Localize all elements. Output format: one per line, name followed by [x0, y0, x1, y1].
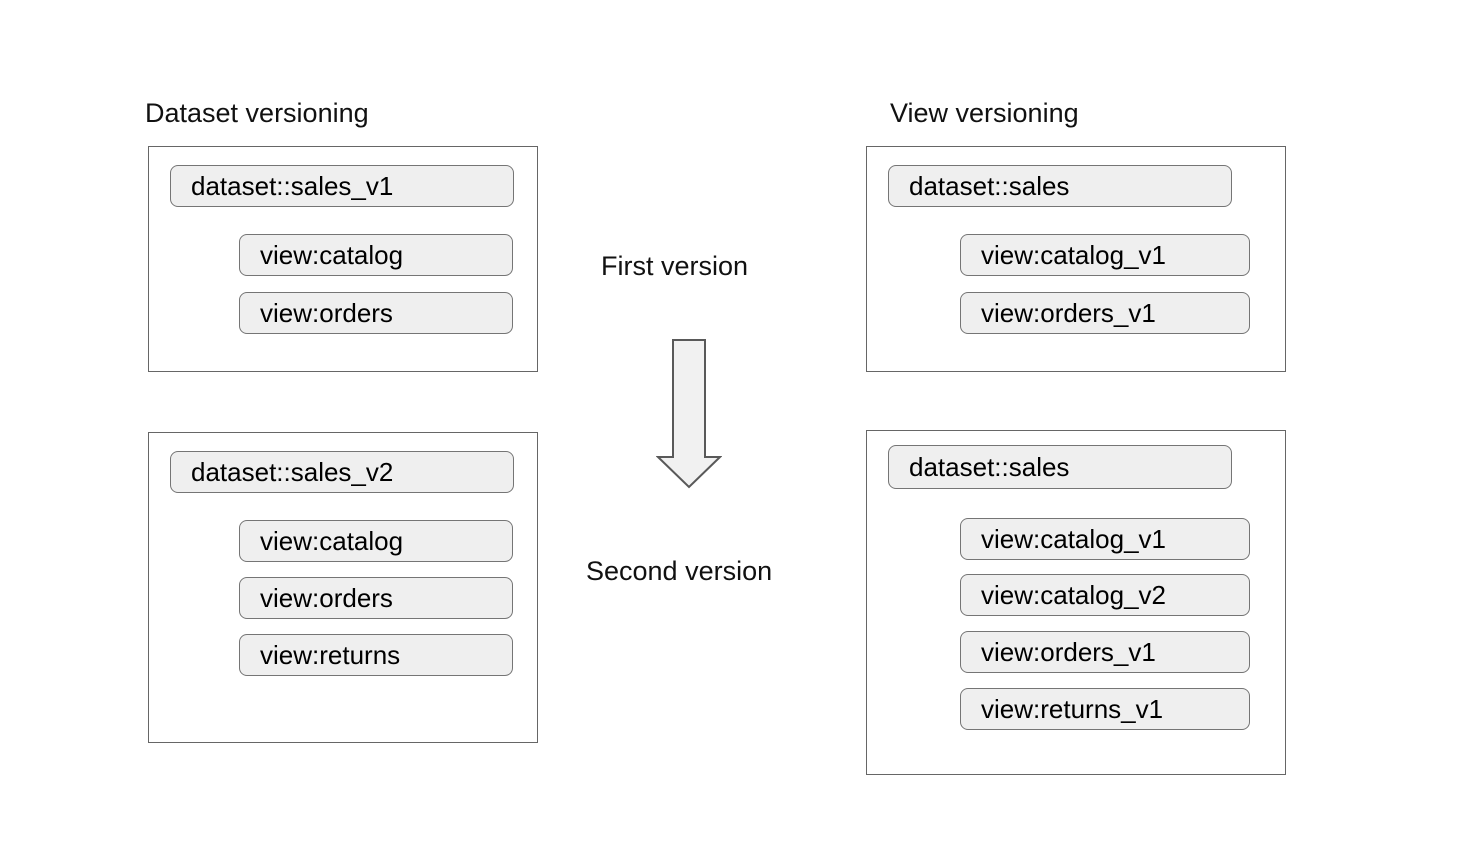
dataset-pill: dataset::sales_v1 [170, 165, 514, 207]
view-pill: view:orders_v1 [960, 631, 1250, 673]
panel-dataset-versioning-first: dataset::sales_v1 view:catalog view:orde… [148, 146, 538, 372]
panel-dataset-versioning-second: dataset::sales_v2 view:catalog view:orde… [148, 432, 538, 743]
dataset-pill: dataset::sales [888, 445, 1232, 489]
first-version-label: First version [601, 251, 749, 281]
panel-view-versioning-second: dataset::sales view:catalog_v1 view:cata… [866, 430, 1286, 775]
down-arrow-icon [655, 338, 723, 489]
view-pill: view:orders [239, 292, 513, 334]
view-pill: view:returns [239, 634, 513, 676]
dataset-versioning-heading: Dataset versioning [145, 98, 369, 128]
panel-view-versioning-first: dataset::sales view:catalog_v1 view:orde… [866, 146, 1286, 372]
view-pill: view:catalog [239, 520, 513, 562]
view-versioning-heading: View versioning [890, 98, 1079, 128]
view-pill: view:returns_v1 [960, 688, 1250, 730]
dataset-pill: dataset::sales_v2 [170, 451, 514, 493]
view-pill: view:catalog_v2 [960, 574, 1250, 616]
view-pill: view:catalog [239, 234, 513, 276]
second-version-label: Second version [586, 556, 773, 586]
view-pill: view:orders_v1 [960, 292, 1250, 334]
dataset-pill: dataset::sales [888, 165, 1232, 207]
view-pill: view:catalog_v1 [960, 234, 1250, 276]
view-pill: view:orders [239, 577, 513, 619]
view-pill: view:catalog_v1 [960, 518, 1250, 560]
